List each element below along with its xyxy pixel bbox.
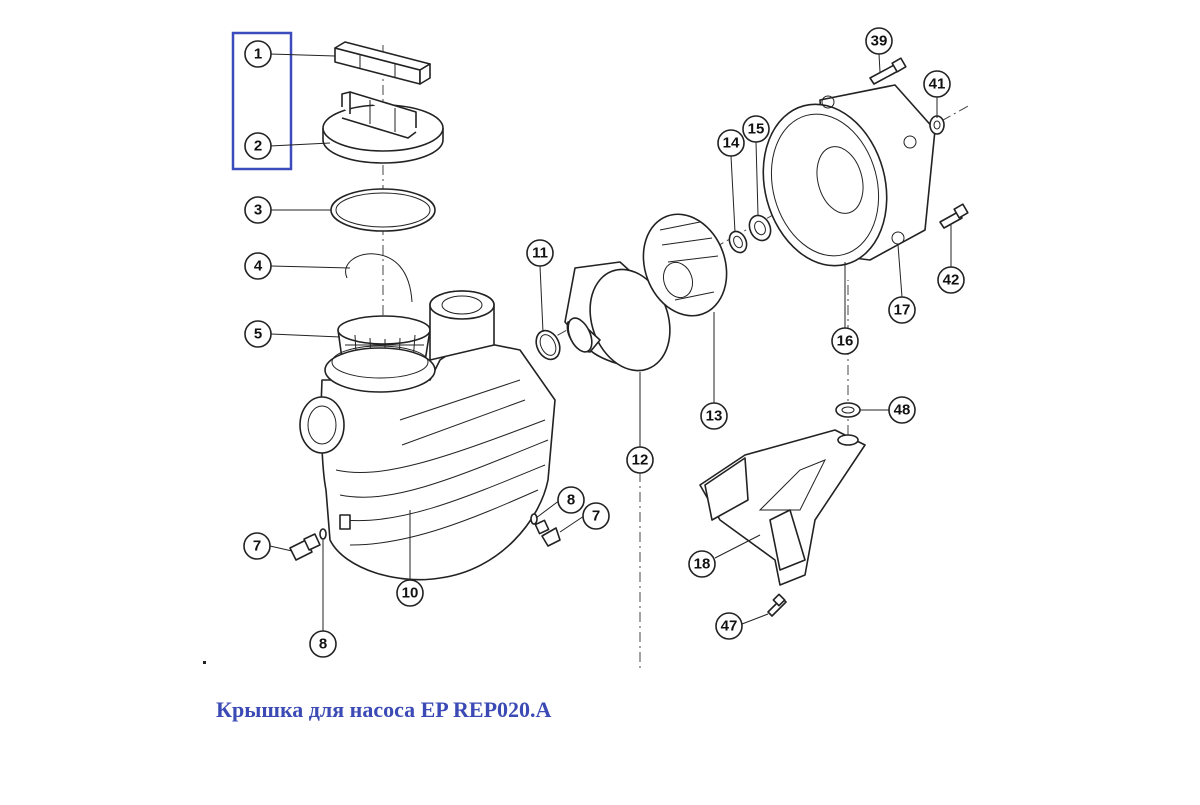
svg-text:41: 41 xyxy=(929,76,946,93)
svg-text:8: 8 xyxy=(567,492,575,509)
part-motor-flange xyxy=(762,84,936,267)
callout-39: 39 xyxy=(865,27,893,55)
leader-lines xyxy=(269,53,952,631)
part-impeller xyxy=(642,213,728,317)
diagram-caption: Крышка для насоса EP REP020.A xyxy=(216,697,552,722)
part-seal-14 xyxy=(728,230,748,254)
callout-1: 1 xyxy=(244,40,272,68)
callout-4: 4 xyxy=(244,252,272,280)
svg-text:2: 2 xyxy=(254,138,262,155)
svg-text:14: 14 xyxy=(723,135,740,152)
svg-text:1: 1 xyxy=(254,46,262,63)
callout-41: 41 xyxy=(923,70,951,98)
part-washer-48 xyxy=(835,402,861,418)
svg-text:8: 8 xyxy=(319,636,327,653)
callout-5: 5 xyxy=(244,320,272,348)
part-diffuser xyxy=(564,261,671,372)
callout-16: 16 xyxy=(831,327,859,355)
callouts: 1 2 3 4 5 7 7 8 8 10 11 12 13 14 15 16 1… xyxy=(243,27,965,658)
svg-text:47: 47 xyxy=(721,618,738,635)
part-drain-plug-right xyxy=(530,513,561,547)
svg-text:4: 4 xyxy=(254,258,263,275)
svg-text:5: 5 xyxy=(254,326,262,343)
part-bolt-39 xyxy=(869,57,907,85)
callout-17: 17 xyxy=(888,296,916,324)
callout-7-right: 7 xyxy=(582,502,610,530)
callout-3: 3 xyxy=(244,196,272,224)
svg-text:3: 3 xyxy=(254,202,262,219)
svg-text:15: 15 xyxy=(748,121,765,138)
svg-text:12: 12 xyxy=(632,452,649,469)
svg-text:42: 42 xyxy=(943,272,960,289)
part-clip xyxy=(345,253,413,303)
callout-15: 15 xyxy=(742,115,770,143)
part-washer-41 xyxy=(929,115,945,135)
callout-7-left: 7 xyxy=(243,532,271,560)
svg-text:48: 48 xyxy=(894,402,911,419)
part-pump-housing xyxy=(299,290,556,581)
callout-8-right: 8 xyxy=(557,486,585,514)
highlight-frame xyxy=(231,31,293,171)
part-base-bracket xyxy=(699,429,866,586)
callout-18: 18 xyxy=(688,550,716,578)
svg-text:39: 39 xyxy=(871,33,888,50)
svg-text:13: 13 xyxy=(706,408,723,425)
callout-14: 14 xyxy=(717,129,745,157)
callout-11: 11 xyxy=(526,239,554,267)
callout-48: 48 xyxy=(888,396,916,424)
callout-8-bottom: 8 xyxy=(309,630,337,658)
callout-2: 2 xyxy=(244,132,272,160)
svg-text:11: 11 xyxy=(532,245,548,262)
part-small-oring xyxy=(535,329,561,361)
part-bolt-42 xyxy=(939,203,969,229)
part-handle xyxy=(334,41,431,85)
svg-text:18: 18 xyxy=(694,556,711,573)
svg-text:10: 10 xyxy=(402,585,419,602)
svg-text:7: 7 xyxy=(592,508,600,525)
part-seal-15 xyxy=(748,214,772,242)
callout-13: 13 xyxy=(700,402,728,430)
callout-10: 10 xyxy=(396,579,424,607)
svg-text:16: 16 xyxy=(837,333,854,350)
part-oring xyxy=(330,188,436,232)
stray-dot xyxy=(203,661,206,664)
part-drain-plug-left xyxy=(289,528,327,561)
callout-47: 47 xyxy=(715,612,743,640)
callout-42: 42 xyxy=(937,266,965,294)
part-lid xyxy=(322,91,444,164)
part-screw-47 xyxy=(767,593,787,617)
svg-text:7: 7 xyxy=(253,538,261,555)
callout-12: 12 xyxy=(626,446,654,474)
svg-text:17: 17 xyxy=(894,302,911,319)
